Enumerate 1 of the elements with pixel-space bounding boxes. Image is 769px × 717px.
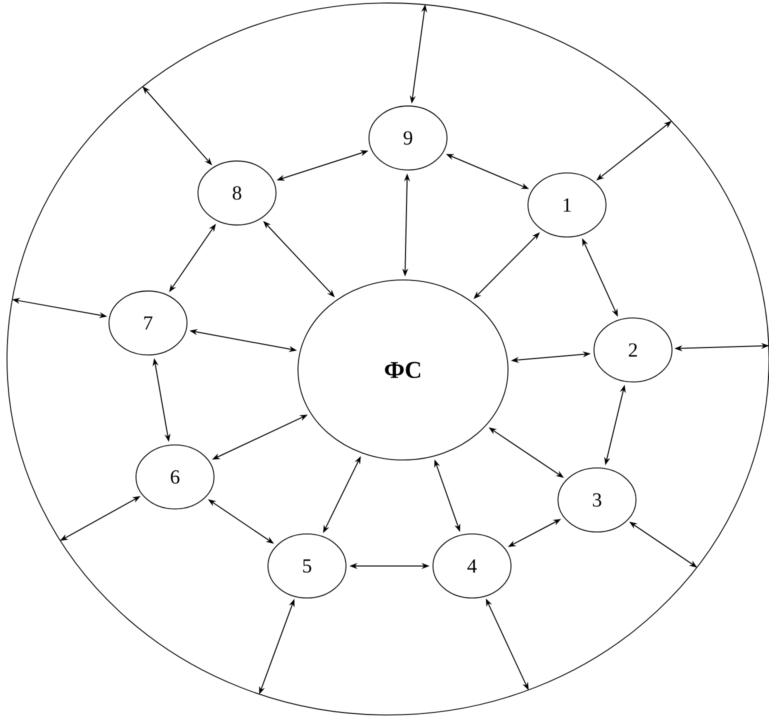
outer-ellipse [6, 2, 769, 716]
